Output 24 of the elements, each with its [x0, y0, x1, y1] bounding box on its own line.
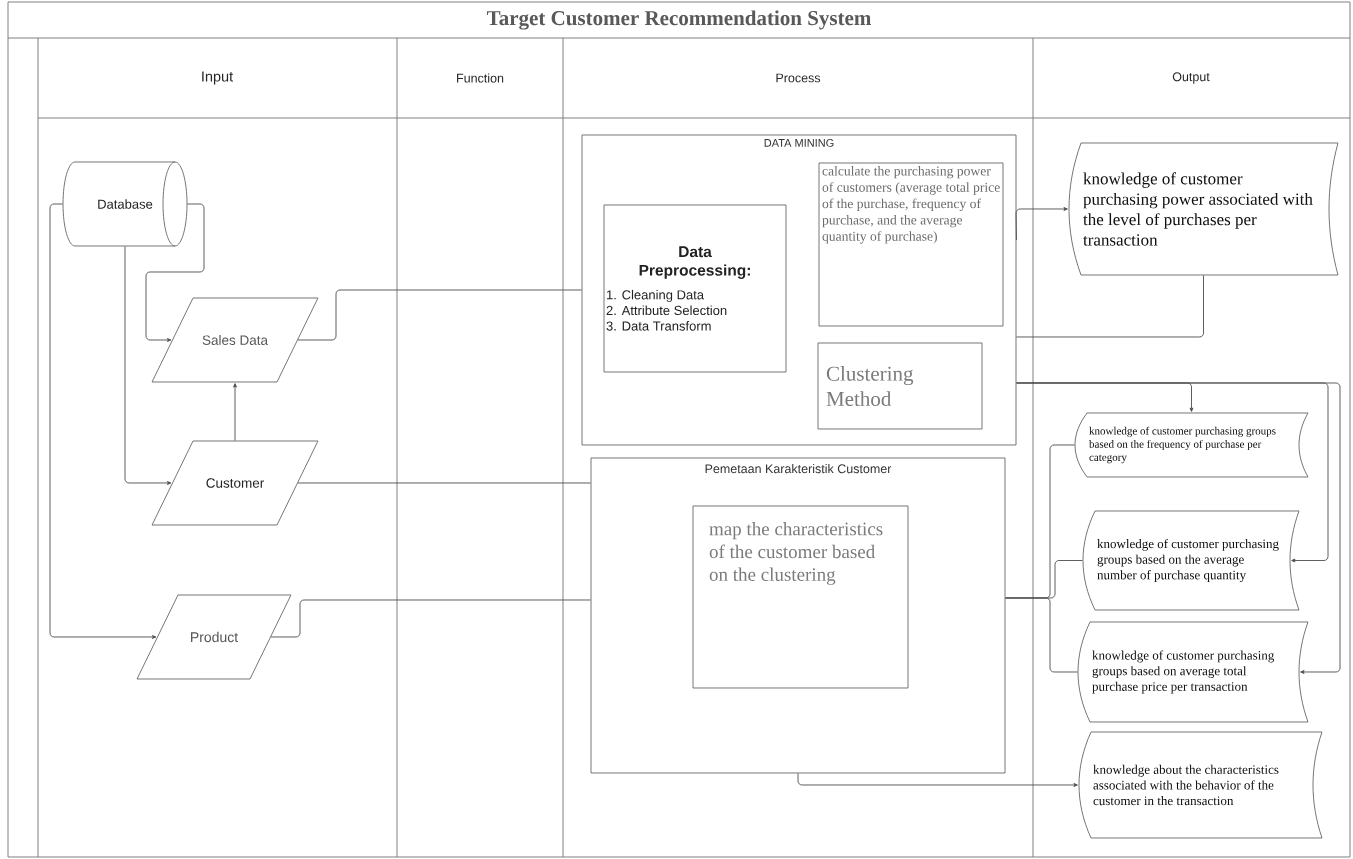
- column-header: Input: [202, 71, 233, 85]
- data-parallelogram: Customer: [151, 440, 319, 526]
- connector: [1005, 597, 1078, 673]
- connector: [1016, 382, 1341, 674]
- connector: [124, 246, 172, 485]
- column-header: Function: [457, 73, 504, 83]
- process-box: calculate the purchasing power of customers (average total price of the purchase, frequency of purchase, and the average quantity of purchase): [818, 162, 1004, 327]
- connector: [233, 383, 237, 441]
- connector: [297, 482, 591, 484]
- process-box: Data Preprocessing: 1. Cleaning Data 2. Attribute Selection 3. Data Transform: [603, 204, 787, 373]
- process-box: Clustering Method: [817, 342, 983, 430]
- connector: [270, 599, 591, 638]
- connector: [297, 289, 582, 341]
- diagram-title: Target Customer Recommendation System: [486, 10, 871, 30]
- connector: [1015, 207, 1068, 241]
- connector: [1016, 275, 1204, 338]
- connector: [797, 773, 1078, 787]
- column-header: Process: [776, 73, 821, 83]
- data-parallelogram: Product: [136, 594, 292, 680]
- connector: [49, 203, 157, 639]
- database-cylinder: Database: [62, 161, 188, 247]
- column-header: Output: [1172, 72, 1210, 84]
- process-box: map the characteristics of the customer based on the clustering: [692, 505, 909, 689]
- data-parallelogram: Sales Data: [151, 297, 319, 383]
